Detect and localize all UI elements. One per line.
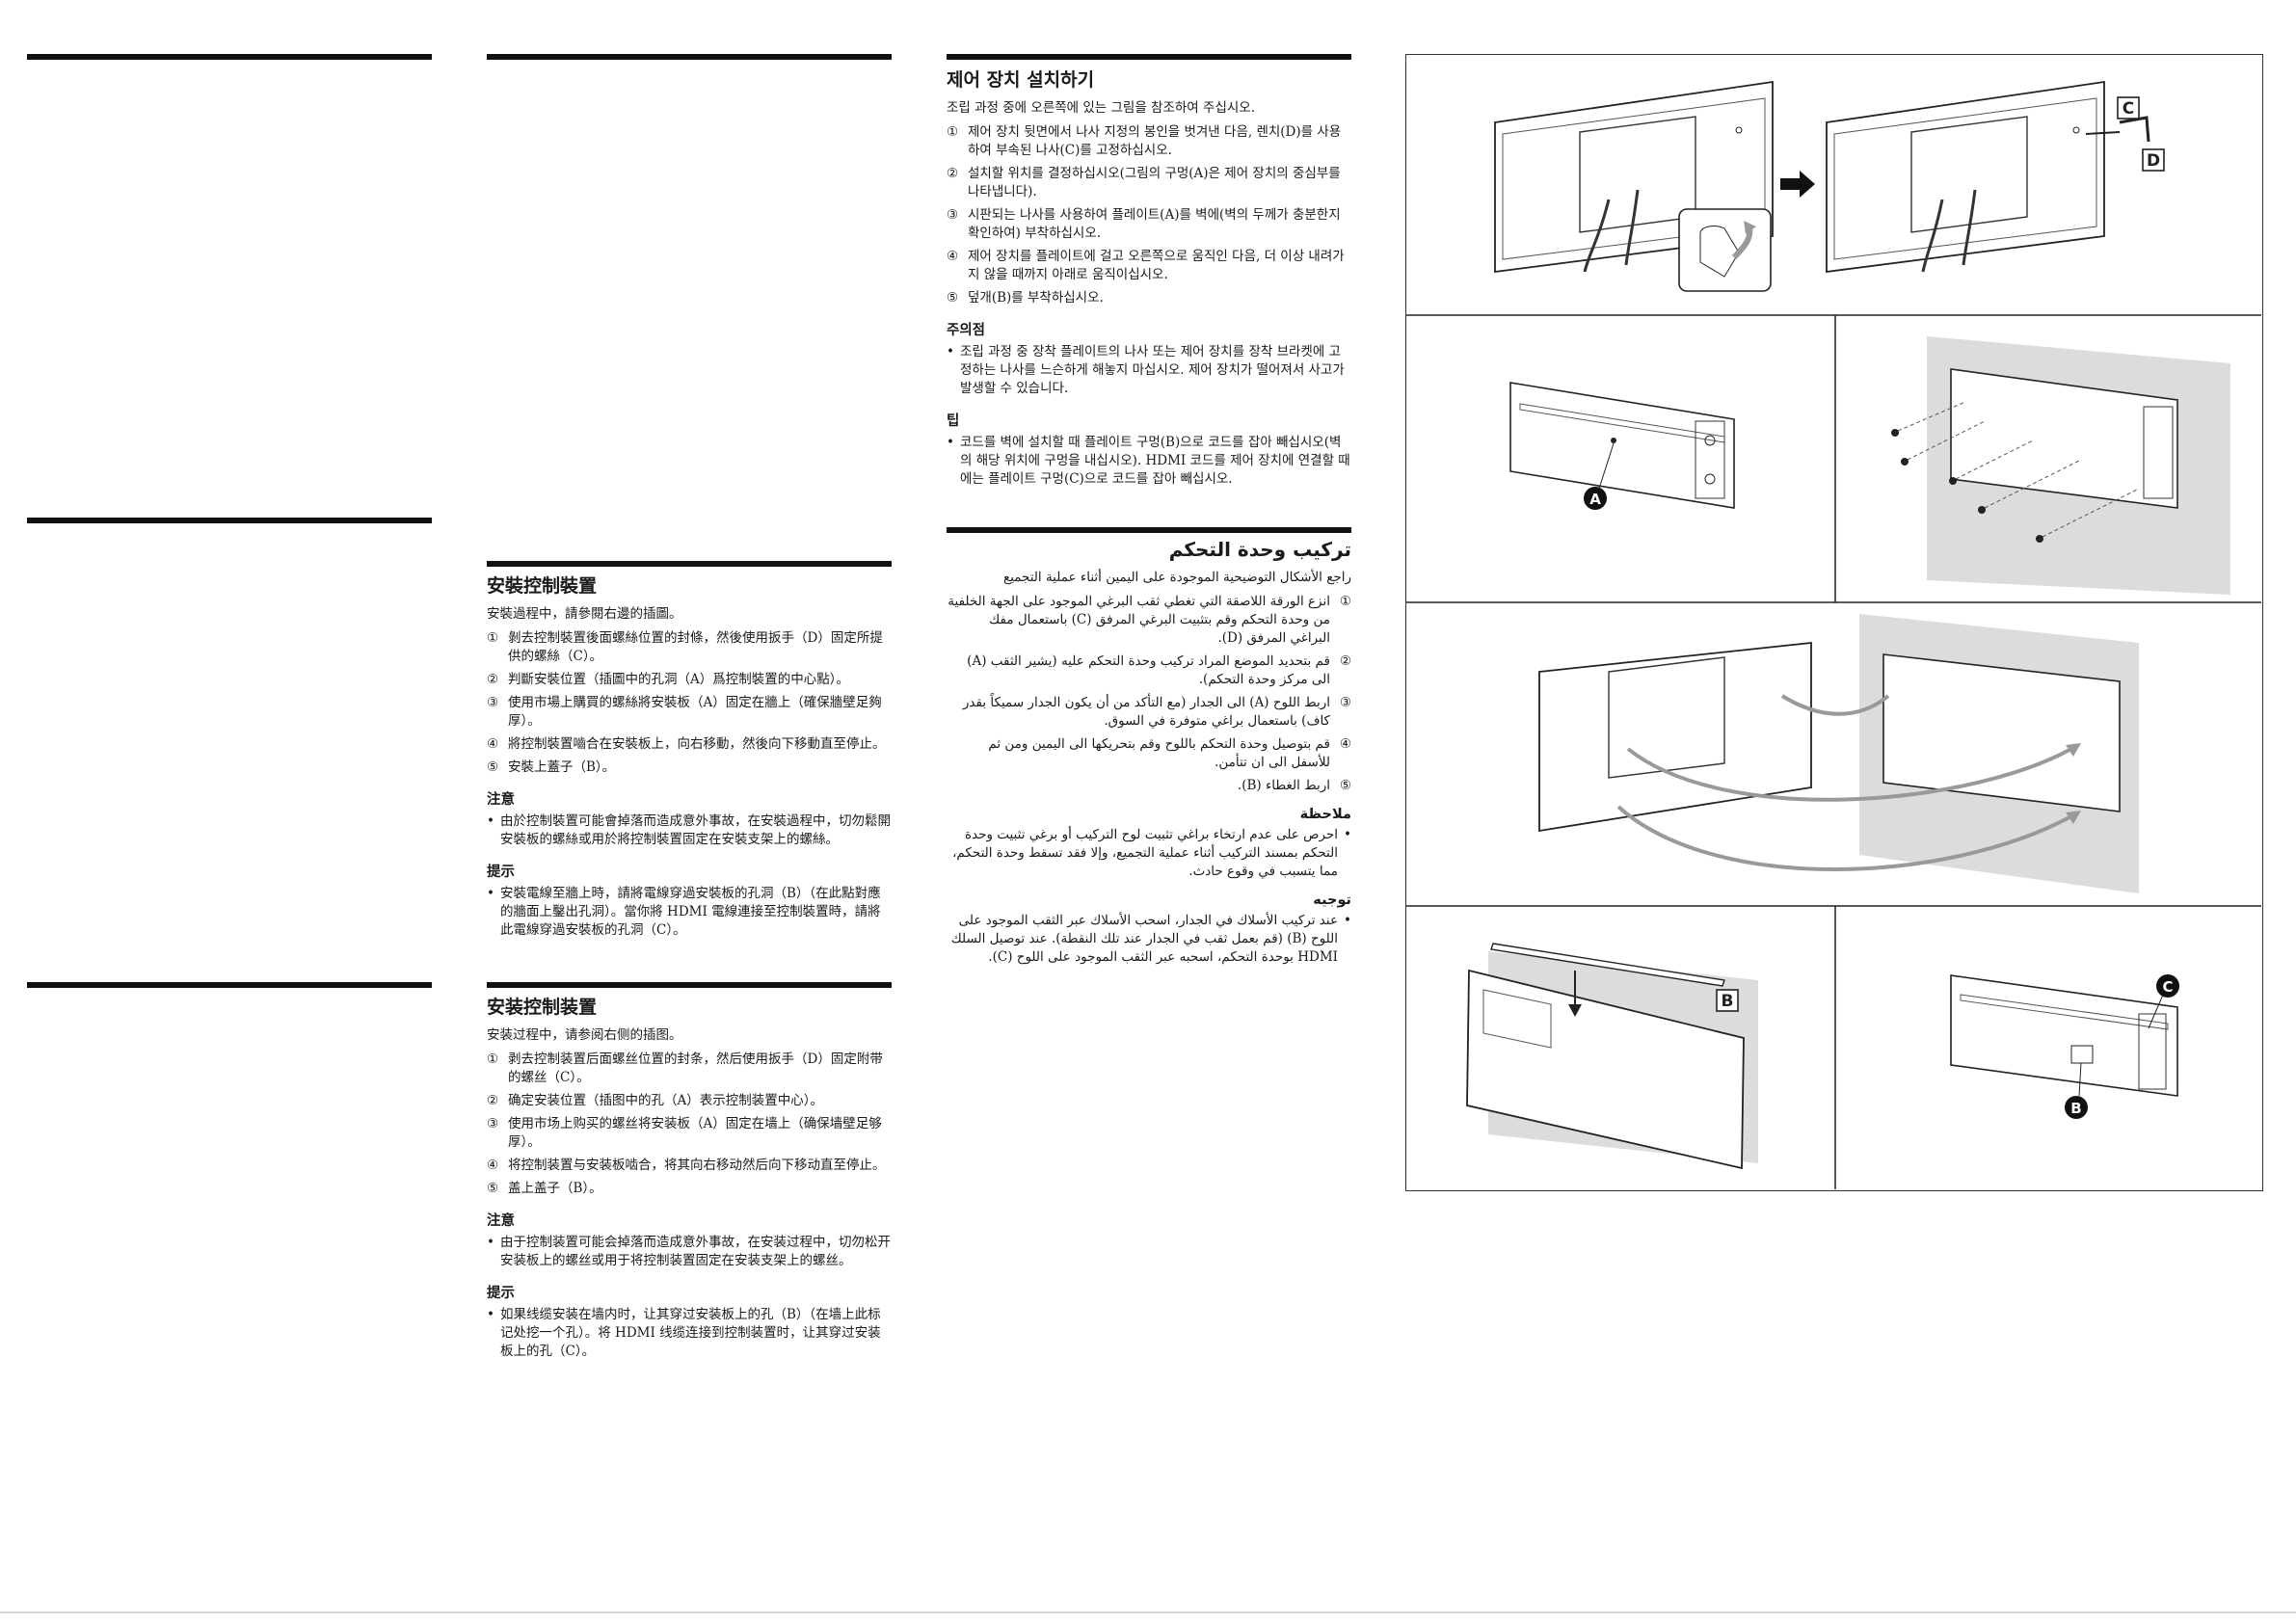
svg-text:D: D	[2147, 151, 2160, 171]
col1-rule-mid	[27, 518, 432, 523]
step1-controller-back	[1494, 80, 1774, 292]
trad-chinese-caution-title: 注意	[487, 792, 515, 808]
col1-rule-bottom	[27, 982, 432, 988]
simp-chinese-caution-text: 由于控制装置可能会掉落而造成意外事故，在安装过程中，切勿松开安装板上的螺丝或用于…	[487, 1234, 892, 1270]
svg-text:C: C	[2162, 978, 2173, 996]
col1-rule-top	[27, 54, 432, 60]
arabic-caution-title: ملاحظة	[1299, 807, 1351, 822]
label-c-circle	[2156, 974, 2179, 998]
illustration-frame: C D A	[1405, 54, 2263, 1191]
arabic-tip-title: توجيه	[1313, 892, 1351, 908]
step4-attach-controller	[1538, 614, 2139, 893]
label-b-box: B	[1716, 989, 1739, 1012]
svg-text:A: A	[1589, 491, 1601, 508]
arabic-intro: راجع الأشكال التوضيحية الموجودة على اليم…	[1002, 570, 1351, 585]
arabic-section: تركيب وحدة التحكم راجع الأشكال التوضيحية…	[947, 538, 1351, 967]
arabic-title: تركيب وحدة التحكم	[1168, 538, 1351, 561]
korean-title: 제어 장치 설치하기	[947, 69, 1095, 91]
svg-text:B: B	[2070, 1100, 2081, 1117]
korean-tip-text: 코드를 벽에 설치할 때 플레이트 구멍(B)으로 코드를 잡아 빼십시오(벽의…	[947, 434, 1351, 489]
col2-rule-top	[487, 54, 892, 60]
step2-mounting-plate: A	[1509, 382, 1735, 510]
korean-caution-title: 주의점	[947, 323, 986, 338]
col3-rule-top	[947, 54, 1351, 60]
page-bottom-edge	[0, 1611, 2296, 1613]
korean-section: 제어 장치 설치하기 조립 과정 중에 오른쪽에 있는 그림을 참조하여 주십시…	[947, 66, 1351, 489]
step1-controller-screwed	[1826, 80, 2150, 274]
simp-chinese-title: 安装控制装置	[487, 997, 598, 1018]
col3-rule-arabic	[947, 527, 1351, 533]
korean-caution-text: 조립 과정 중 장착 플레이트의 나사 또는 제어 장치를 장착 브라켓에 고정…	[947, 343, 1351, 398]
trad-chinese-intro: 安裝過程中，請參閱右邊的插圖。	[487, 606, 682, 622]
step5-attach-cover	[1466, 943, 1758, 1170]
arabic-caution-text: احرص على عدم ارتخاء براغي تثبيت لوح التر…	[947, 826, 1351, 881]
trad-chinese-tip-title: 提示	[487, 865, 515, 880]
korean-intro: 조립 과정 중에 오른쪽에 있는 그림을 참조하여 주십시오.	[947, 100, 1255, 116]
trad-chinese-tip-text: 安裝電線至牆上時，請將電線穿過安裝板的孔洞（B）（在此點對應的牆面上鑿出孔洞）。…	[487, 885, 892, 940]
trad-chinese-caution-text: 由於控制裝置可能會掉落而造成意外事故，在安裝過程中，切勿鬆開安裝板的螺絲或用於將…	[487, 812, 892, 849]
trad-chinese-title: 安裝控制裝置	[487, 575, 598, 597]
korean-tip-title: 팁	[947, 413, 960, 429]
svg-text:C: C	[2122, 99, 2134, 119]
installation-illustrations: C D A	[1406, 80, 2261, 1189]
col2-rule-simp	[487, 982, 892, 988]
col2-rule-trad	[487, 561, 892, 567]
simp-chinese-tip-text: 如果线缆安装在墙内时，让其穿过安装板上的孔（B）（在墙上此标记处挖一个孔）。将 …	[487, 1306, 892, 1361]
label-c-box: C	[2117, 96, 2140, 120]
simp-chinese-tip-title: 提示	[487, 1286, 515, 1301]
simp-chinese-caution-title: 注意	[487, 1213, 515, 1229]
label-d-box: D	[2142, 148, 2165, 172]
step3-plate-on-wall	[1891, 336, 2230, 595]
simp-chinese-intro: 安装过程中，请参阅右侧的插图。	[487, 1027, 682, 1043]
arabic-tip-text: عند تركيب الأسلاك في الجدار، اسحب الأسلا…	[947, 912, 1351, 967]
right-arrow-icon	[1780, 171, 1815, 198]
svg-text:B: B	[1722, 992, 1734, 1011]
label-a-circle	[1584, 487, 1607, 510]
label-b-circle	[2065, 1096, 2088, 1119]
tip-plate-holes: B C	[1950, 974, 2179, 1119]
